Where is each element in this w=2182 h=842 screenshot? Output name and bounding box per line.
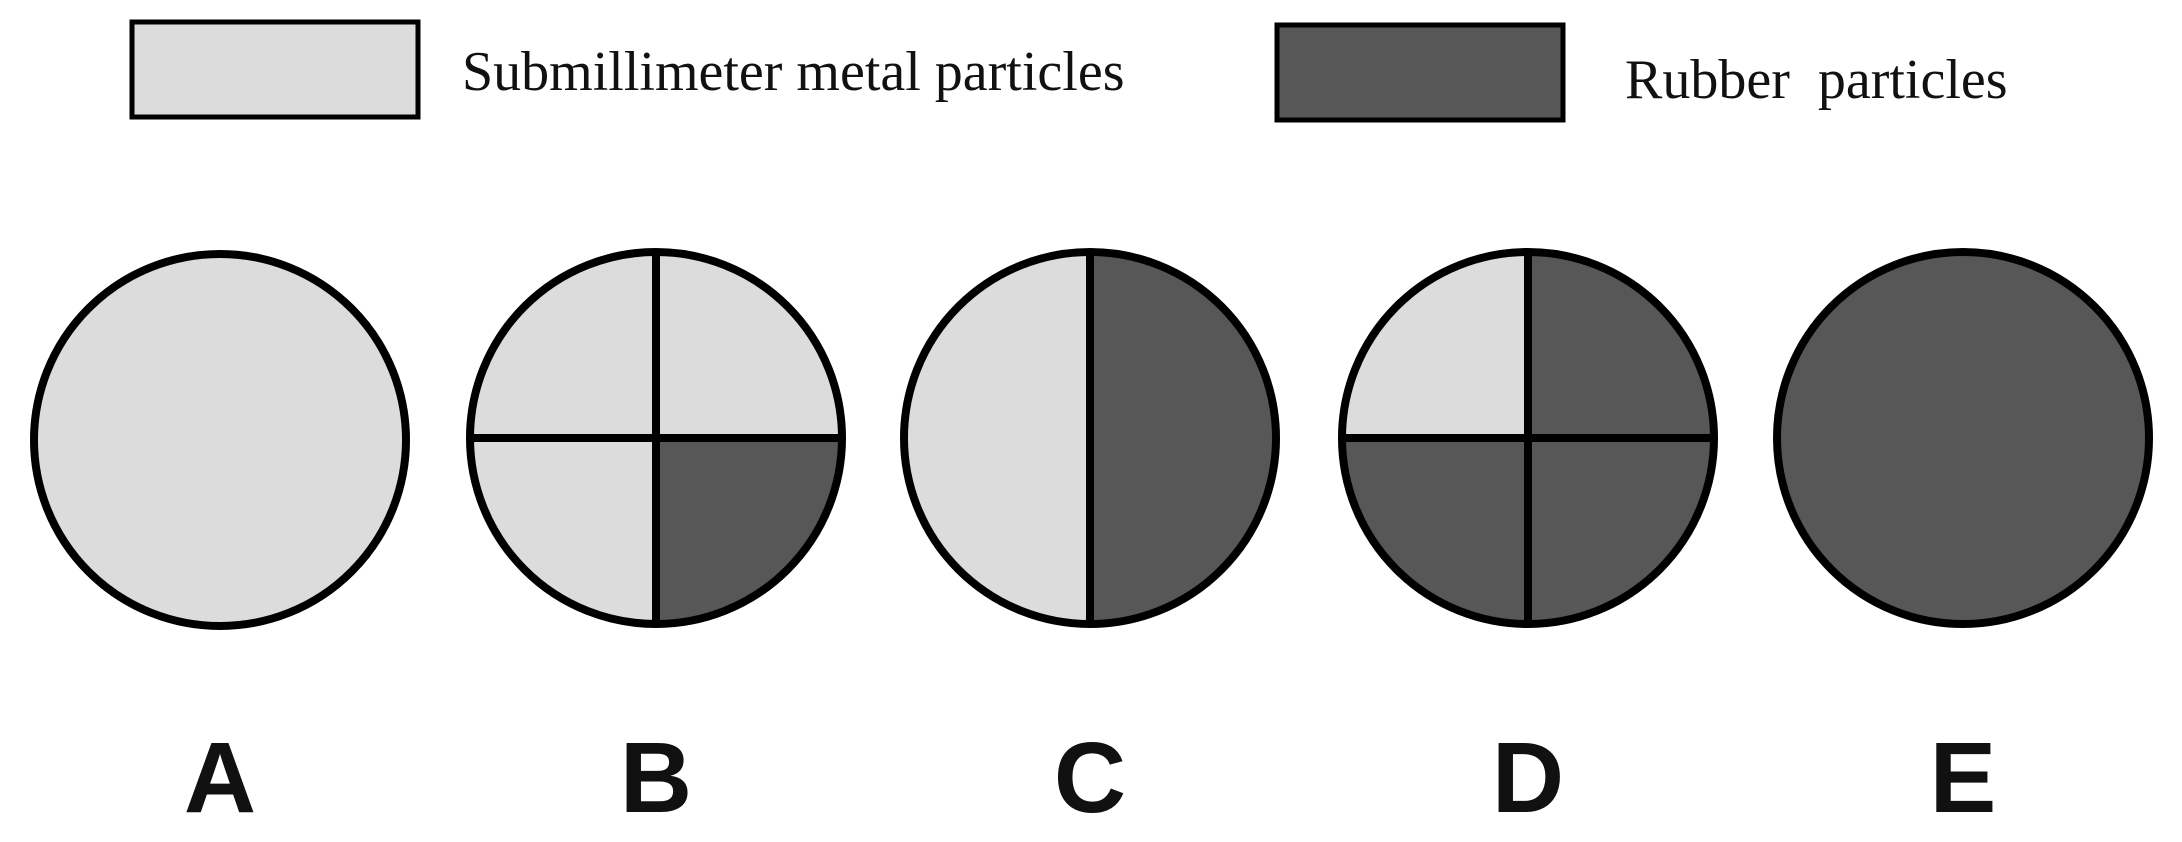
circle-outline <box>1773 248 2153 628</box>
quadrant-top-right-rubber <box>1528 252 1714 438</box>
circle-outline <box>900 248 1280 628</box>
quadrant-bottom-left-metal <box>470 438 656 624</box>
legend-label-rubber: Rubber particles <box>1625 49 2008 111</box>
mixture-label-b: B <box>620 722 692 834</box>
circle-outline <box>1338 248 1718 628</box>
quadrant-top-left-metal <box>470 252 656 438</box>
quadrant-top-right-rubber <box>1090 252 1276 438</box>
quadrant-bottom-right-rubber <box>1528 438 1714 624</box>
mixture-label-d: D <box>1492 722 1564 834</box>
circle-fill-rubber <box>1777 252 2149 624</box>
mixture-circle-d <box>1338 248 1718 628</box>
circle-outline <box>466 248 846 628</box>
quadrant-top-left-metal <box>1342 252 1528 438</box>
legend-swatch-rubber <box>1274 22 1566 123</box>
quadrant-top-left-metal <box>904 252 1090 438</box>
mixture-circle-c <box>900 248 1280 628</box>
mixture-circle-e <box>1773 248 2153 628</box>
circle-fill-metal <box>34 254 406 626</box>
legend-label-metal: Submillimeter metal particles <box>462 41 1124 103</box>
mixture-label-e: E <box>1930 722 1997 834</box>
quadrant-bottom-right-rubber <box>656 438 842 624</box>
quadrant-bottom-right-rubber <box>1090 438 1276 624</box>
mixture-label-c: C <box>1054 722 1126 834</box>
quadrant-bottom-left-rubber <box>1342 438 1528 624</box>
mixture-circle-b <box>466 248 846 628</box>
mixture-label-a: A <box>184 722 256 834</box>
legend: Submillimeter metal particles Rubber par… <box>129 19 2008 123</box>
legend-swatch-metal <box>129 19 421 120</box>
mixture-circle-a <box>30 250 410 630</box>
circle-outline <box>30 250 410 630</box>
quadrant-bottom-left-metal <box>904 438 1090 624</box>
quadrant-top-right-metal <box>656 252 842 438</box>
